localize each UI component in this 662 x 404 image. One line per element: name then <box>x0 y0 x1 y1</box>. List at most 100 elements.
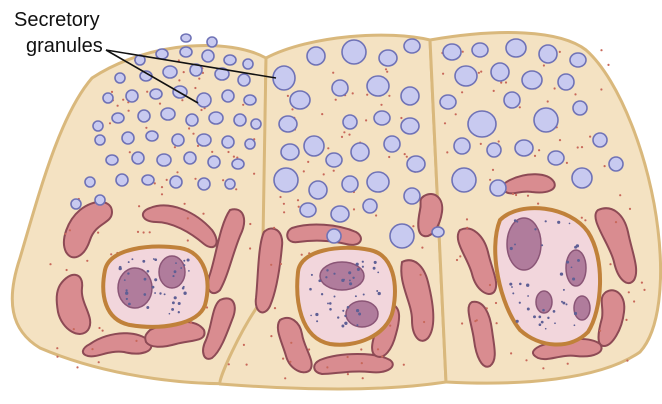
granule <box>171 133 185 147</box>
granule <box>489 179 507 197</box>
ribosome-dot <box>153 182 156 185</box>
ribosome-dot <box>178 79 181 82</box>
chromatin-speck <box>154 258 158 262</box>
ribosome-dot <box>480 70 483 73</box>
chromatin-speck <box>509 282 513 286</box>
granule <box>373 110 391 126</box>
chromatin-speck <box>516 220 519 223</box>
ribosome-dot <box>494 301 498 305</box>
ribosome-dot <box>98 326 101 330</box>
chromatin-speck <box>574 245 578 249</box>
granule <box>121 131 135 145</box>
granule <box>156 153 172 167</box>
chromatin-speck <box>125 297 128 300</box>
ribosome-dot <box>381 355 384 358</box>
chromatin-speck <box>562 288 565 291</box>
chromatin-speck <box>358 312 362 316</box>
ribosome-dot <box>307 160 310 163</box>
ribosome-dot <box>273 226 276 229</box>
ribosome-dot <box>108 122 112 125</box>
chromatin-speck <box>142 259 146 263</box>
granule <box>533 107 559 133</box>
chromatin-speck <box>557 220 561 224</box>
ribosome-dot <box>76 366 79 369</box>
chromatin-speck <box>344 314 347 318</box>
ribosome-dot <box>461 322 464 325</box>
granule <box>280 143 300 161</box>
ribosome-dot <box>443 122 447 125</box>
chromatin-speck <box>542 308 545 312</box>
chromatin-speck <box>316 320 319 323</box>
granule <box>592 132 608 148</box>
chromatin-speck <box>352 276 355 279</box>
chromatin-speck <box>326 269 329 272</box>
chromatin-speck <box>348 271 352 275</box>
granule <box>406 155 426 173</box>
ribosome-dot <box>538 149 541 152</box>
chromatin-speck <box>561 300 563 303</box>
mitochondrion <box>597 289 626 348</box>
ribosome-dot <box>537 202 540 205</box>
granule <box>490 62 510 82</box>
chromatin-speck <box>125 289 128 292</box>
chromatin-speck <box>146 269 150 273</box>
ribosome-dot <box>491 168 495 171</box>
granule <box>70 198 82 210</box>
chromatin-speck <box>123 279 126 281</box>
ribosome-dot <box>227 150 230 154</box>
ribosome-dot <box>352 208 356 211</box>
chromatin-speck <box>151 285 155 289</box>
mitochondrion <box>55 273 92 335</box>
ribosome-dot <box>327 147 330 150</box>
chromatin-speck <box>533 315 536 319</box>
nucleolus <box>117 267 153 309</box>
ribosome-dot <box>326 366 329 369</box>
mitochondrion <box>286 223 362 246</box>
ribosome-dot <box>388 155 391 159</box>
granule <box>330 205 350 223</box>
chromatin-speck <box>362 293 365 296</box>
ribosome-dot <box>403 153 406 156</box>
ribosome-dot <box>584 219 587 222</box>
granule <box>237 73 251 87</box>
granule <box>244 138 256 150</box>
ribosome-dot <box>282 357 285 360</box>
granule <box>503 91 521 109</box>
granule <box>145 130 159 142</box>
chromatin-speck <box>163 293 166 296</box>
ribosome-dot <box>145 126 148 129</box>
ribosome-dot <box>297 205 300 208</box>
ribosome-dot <box>455 258 459 262</box>
ribosome-dot <box>235 188 238 191</box>
chromatin-speck <box>512 292 515 295</box>
granule <box>547 150 565 166</box>
ribosome-dot <box>279 195 282 199</box>
ribosome-dot <box>284 377 287 380</box>
granule <box>243 94 257 106</box>
chromatin-speck <box>310 314 312 317</box>
chromatin-speck <box>527 295 529 297</box>
mitochondrion <box>206 208 246 295</box>
chromatin-speck <box>183 291 187 295</box>
chromatin-speck <box>146 306 150 309</box>
ribosome-dot <box>419 273 422 276</box>
chromatin-speck <box>355 308 360 313</box>
chromatin-speck <box>154 278 158 282</box>
ribosome-dot <box>160 193 164 196</box>
granule <box>569 52 587 68</box>
ribosome-dot <box>580 216 583 219</box>
granule <box>242 58 254 70</box>
ribosome-dot <box>321 113 324 116</box>
chromatin-speck <box>127 261 130 264</box>
chromatin-speck <box>568 222 571 225</box>
ribosome-dot <box>599 329 602 332</box>
ribosome-dot <box>286 94 289 97</box>
granule <box>162 65 178 79</box>
ribosome-dot <box>402 363 405 366</box>
nucleus-middle <box>295 245 397 347</box>
ribosome-dot <box>249 222 252 226</box>
granule <box>442 43 462 61</box>
chromatin-speck <box>552 310 556 313</box>
ribosome-dot <box>65 268 68 272</box>
chromatin-speck <box>310 273 313 276</box>
